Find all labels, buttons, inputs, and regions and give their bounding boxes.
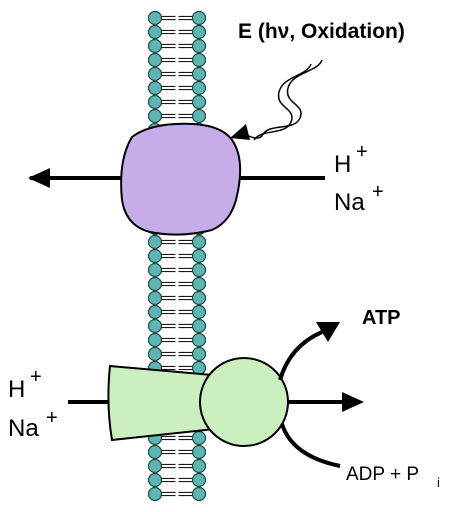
lipid-molecule-pair: [147, 458, 207, 474]
ion-label-top: H + Na +: [334, 141, 384, 216]
lipid-molecule-pair: [147, 332, 207, 348]
lipid-molecule-pair: [147, 234, 207, 250]
lipid-head-icon: [191, 346, 207, 362]
lipid-molecule-pair: [147, 248, 207, 264]
lipid-molecule-pair: [147, 66, 207, 82]
svg-text:H: H: [334, 151, 351, 178]
atp-label: ATP: [362, 307, 401, 329]
lipid-head-icon: [147, 52, 163, 68]
lipid-head-icon: [147, 444, 163, 460]
lipid-molecule-pair: [147, 318, 207, 334]
adp-input-curve: [280, 423, 341, 468]
lipid-head-icon: [191, 444, 207, 460]
svg-text:Na: Na: [8, 415, 39, 442]
svg-text:+: +: [356, 141, 368, 163]
lipid-head-icon: [191, 332, 207, 348]
lipid-head-icon: [191, 318, 207, 334]
lipid-molecule-pair: [147, 94, 207, 110]
atp-synthase-junction: [210, 378, 234, 426]
svg-text:ADP + P: ADP + P: [346, 464, 419, 485]
lipid-molecule-pair: [147, 24, 207, 40]
lipid-molecule-pair: [147, 52, 207, 68]
lipid-head-icon: [147, 486, 163, 502]
lipid-head-icon: [191, 108, 207, 124]
energy-label: E (hν, Oxidation): [238, 20, 405, 43]
lipid-head-icon: [191, 94, 207, 110]
lipid-head-icon: [147, 472, 163, 488]
lipid-molecule-pair: [147, 472, 207, 488]
lipid-head-icon: [147, 304, 163, 320]
atp-synthase-channel: [107, 364, 225, 442]
lipid-head-icon: [191, 290, 207, 306]
svg-text:Na: Na: [334, 189, 365, 216]
lipid-head-icon: [191, 38, 207, 54]
lipid-head-icon: [147, 346, 163, 362]
lipid-molecule-pair: [147, 10, 207, 26]
squiggle-arrow-icon: [230, 59, 323, 141]
lipid-head-icon: [147, 234, 163, 250]
lipid-molecule-pair: [147, 346, 207, 362]
lipid-molecule-pair: [147, 304, 207, 320]
lipid-head-icon: [147, 94, 163, 110]
lipid-head-icon: [147, 24, 163, 40]
lipid-head-icon: [147, 262, 163, 278]
lipid-head-icon: [147, 248, 163, 264]
adp-label: ADP + P i: [346, 464, 440, 490]
lipid-head-icon: [147, 318, 163, 334]
lipid-head-icon: [191, 234, 207, 250]
lipid-head-icon: [191, 276, 207, 292]
ion-label-bottom: H + Na +: [8, 366, 58, 442]
lipid-molecule-pair: [147, 262, 207, 278]
lipid-head-icon: [191, 80, 207, 96]
atp-output-arrow: [278, 330, 323, 381]
lipid-head-icon: [147, 290, 163, 306]
lipid-head-icon: [191, 248, 207, 264]
lipid-head-icon: [147, 38, 163, 54]
lipid-head-icon: [191, 52, 207, 68]
svg-text:H: H: [8, 376, 25, 403]
lipid-molecule-pair: [147, 276, 207, 292]
lipid-molecule-pair: [147, 38, 207, 54]
lipid-head-icon: [147, 80, 163, 96]
lipid-head-icon: [191, 262, 207, 278]
lipid-molecule-pair: [147, 486, 207, 502]
lipid-head-icon: [147, 458, 163, 474]
lipid-head-icon: [147, 332, 163, 348]
lipid-head-icon: [147, 66, 163, 82]
lipid-molecule-pair: [147, 290, 207, 306]
lipid-molecule-pair: [147, 108, 207, 124]
atp-output-arrowhead: [316, 322, 340, 342]
lipid-head-icon: [191, 24, 207, 40]
lipid-head-icon: [147, 108, 163, 124]
lipid-head-icon: [191, 10, 207, 26]
ion-influx-arrowhead: [342, 392, 364, 412]
lipid-head-icon: [191, 458, 207, 474]
lipid-head-icon: [147, 276, 163, 292]
svg-text:i: i: [437, 475, 440, 490]
lipid-head-icon: [191, 66, 207, 82]
ion-pump-protein: [120, 122, 242, 236]
svg-text:+: +: [372, 181, 384, 203]
lipid-head-icon: [191, 472, 207, 488]
lipid-molecule-pair: [147, 80, 207, 96]
lipid-head-icon: [191, 486, 207, 502]
lipid-head-icon: [191, 304, 207, 320]
ion-efflux-arrowhead: [28, 168, 50, 188]
lipid-head-icon: [147, 10, 163, 26]
svg-text:+: +: [46, 407, 58, 429]
lipid-head-icon: [191, 430, 207, 446]
svg-text:+: +: [30, 366, 42, 388]
lipid-molecule-pair: [147, 444, 207, 460]
